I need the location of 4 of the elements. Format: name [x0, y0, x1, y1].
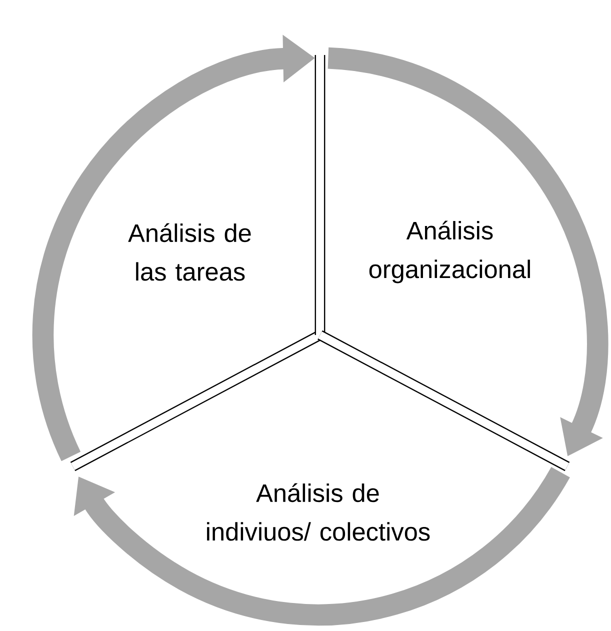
sector-label: Análisis de indiviuos/ colectivos [207, 483, 430, 541]
sector-label: Análisis organizacional [369, 220, 530, 284]
curved-arrow [74, 466, 570, 626]
sector-label: Análisis de las tareas [128, 223, 251, 281]
